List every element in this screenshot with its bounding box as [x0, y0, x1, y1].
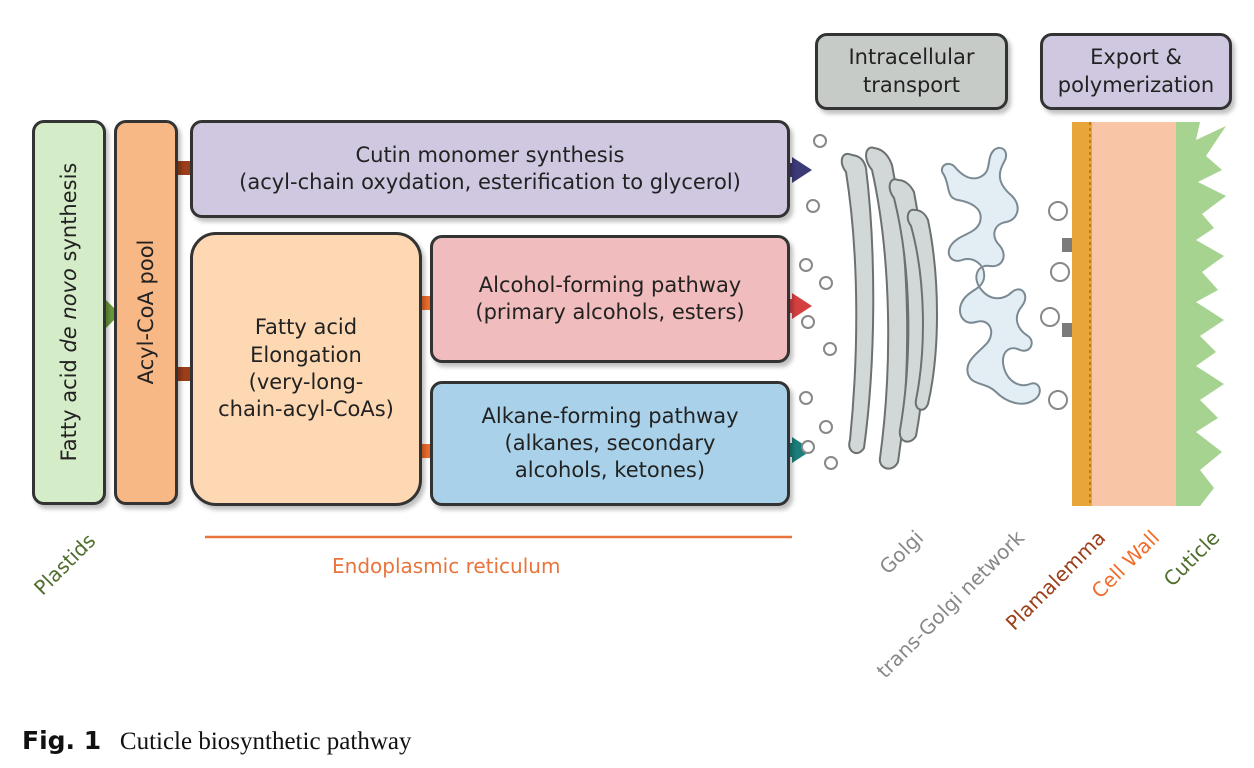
- figure-number: Fig. 1: [22, 726, 102, 755]
- elongation-line2: Elongation: [250, 342, 362, 367]
- cutin-monomer-box: Cutin monomer synthesis (acyl-chain oxyd…: [190, 120, 790, 218]
- vesicles: [799, 134, 1070, 470]
- cutin-line2: (acyl-chain oxydation, esterification to…: [239, 170, 741, 194]
- er-label: Endoplasmic reticulum: [332, 554, 561, 578]
- transport-line1: Intracellular: [848, 45, 975, 70]
- elongation-line4: chain-acyl-CoAs): [218, 397, 394, 422]
- acyl-coa-pool-box: [114, 120, 178, 505]
- acyl-coa-pool-text: Acyl-CoA pool: [134, 239, 158, 385]
- alkane-line3: alcohols, ketones): [514, 458, 706, 483]
- transport-line2: transport: [862, 72, 961, 97]
- alcohol-pathway-box: Alcohol-forming pathway (primary alcohol…: [430, 235, 790, 363]
- alkane-line2: (alkanes, secondary: [504, 430, 716, 455]
- export-polymerization-box: Export & polymerization: [1040, 33, 1232, 110]
- cell-wall-band: [1092, 122, 1176, 506]
- plastid-synthesis-text: Fatty acid de novo synthesis: [57, 163, 81, 462]
- trans-golgi-network: [940, 146, 1041, 405]
- plastid-italic-text: de novo: [57, 268, 81, 353]
- alcohol-line1: Alcohol-forming pathway: [478, 272, 742, 297]
- fatty-acid-elongation-box: Fatty acid Elongation (very-long- chain-…: [190, 232, 422, 506]
- plastid-synthesis-box: [32, 120, 106, 505]
- intracellular-transport-box: Intracellular transport: [815, 33, 1008, 110]
- figure-caption-text: Cuticle biosynthetic pathway: [119, 728, 412, 755]
- figure-caption: Fig. 1 Cuticle biosynthetic pathway: [22, 726, 412, 756]
- elongation-line1: Fatty acid: [254, 315, 358, 340]
- cuticle-layer: [1176, 122, 1226, 506]
- elongation-line3: (very-long-: [248, 370, 364, 394]
- golgi-stack: [840, 146, 938, 470]
- plasmalemma-band: [1072, 122, 1092, 506]
- export-line1: Export &: [1090, 45, 1182, 70]
- alkane-line1: Alkane-forming pathway: [481, 403, 739, 428]
- alkane-pathway-box: Alkane-forming pathway (alkanes, seconda…: [430, 381, 790, 506]
- cutin-line1: Cutin monomer synthesis: [355, 142, 625, 167]
- plastid-synthesis-label: Fatty acid de novo synthesis: [57, 162, 81, 462]
- export-line2: polymerization: [1057, 72, 1215, 97]
- alcohol-line2: (primary alcohols, esters): [475, 300, 745, 324]
